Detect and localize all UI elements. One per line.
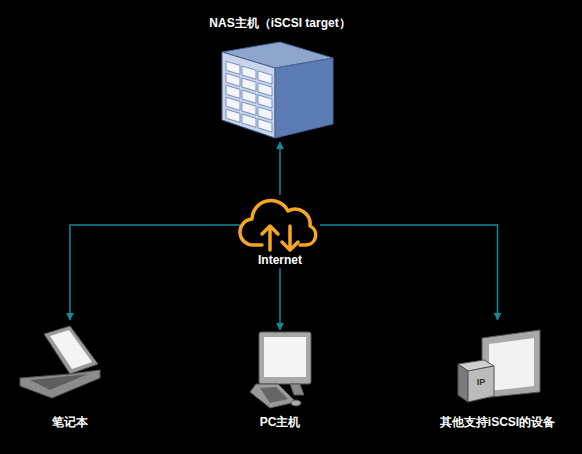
monitor-screen	[264, 337, 306, 377]
device-node: 笔记本	[12, 320, 128, 430]
device-node: NAS主机（iSCSI target）	[185, 16, 375, 142]
laptop-lid	[44, 326, 98, 374]
laptop-keyboard	[30, 374, 88, 390]
network-link	[279, 142, 281, 195]
server-icon	[222, 42, 333, 138]
network-link	[279, 268, 281, 330]
pc-mouse	[291, 400, 301, 406]
device-screen	[489, 338, 534, 391]
laptop-base	[20, 370, 100, 398]
node-label: 其他支持iSCSI的设备	[440, 415, 555, 430]
network-link	[320, 225, 498, 320]
monitor-stand	[290, 384, 304, 395]
cloud-outline	[240, 200, 316, 245]
icon-label: IP	[470, 376, 492, 388]
device-node: PC主机	[240, 330, 320, 430]
server-front	[222, 52, 275, 138]
node-label: PC主机	[260, 415, 301, 430]
node-label: 笔记本	[52, 415, 88, 430]
device-node: Internet	[240, 195, 320, 268]
pc-keys	[260, 387, 288, 403]
pc-keyboard	[250, 384, 296, 408]
node-label: NAS主机（iSCSI target）	[209, 16, 350, 31]
cloud-icon	[240, 200, 316, 250]
server-side	[275, 58, 333, 138]
down-arrow	[282, 226, 298, 250]
node-label: Internet	[258, 253, 302, 268]
network-link	[70, 225, 240, 320]
pc-icon	[250, 332, 311, 408]
monitor-frame	[259, 332, 311, 384]
up-arrow	[262, 226, 278, 250]
laptop-screen	[50, 330, 92, 369]
device-icon	[458, 330, 540, 402]
laptop-icon	[20, 326, 100, 398]
drive-bays	[226, 61, 272, 132]
ip-box-side	[458, 364, 468, 402]
ip-box-front	[468, 366, 494, 402]
device-node: 其他支持iSCSI的设备	[425, 320, 570, 430]
